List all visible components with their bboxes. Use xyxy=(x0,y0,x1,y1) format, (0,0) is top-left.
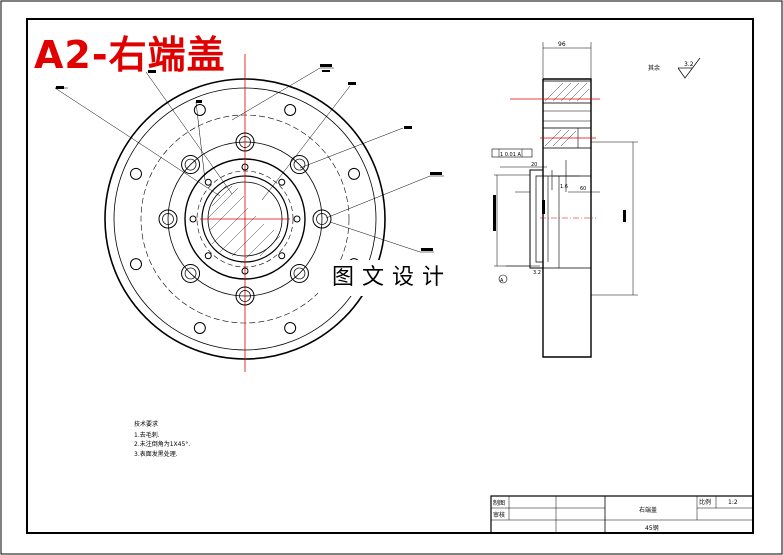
surface-note-text: 其余 xyxy=(648,64,660,72)
dim-d2: 1.6 xyxy=(560,184,568,190)
watermark-text: 图文设计 xyxy=(318,260,466,296)
counterbore-hole xyxy=(289,263,309,283)
counterbore-hole xyxy=(235,132,255,152)
section-dimensions xyxy=(494,42,638,296)
title-block-material: 45钢 xyxy=(645,524,659,532)
inner-frame xyxy=(26,18,754,534)
section-hatching xyxy=(544,82,590,147)
counterbore-hole-inner xyxy=(293,267,306,280)
counterbore-hole-inner xyxy=(184,158,197,171)
height-dim-label xyxy=(623,210,626,222)
small-dim-label xyxy=(542,200,545,214)
tech-req-item: 1.去毛刺. xyxy=(134,431,160,439)
small-hole xyxy=(204,178,212,186)
feature-control-frame: 1 0.01 A xyxy=(491,148,533,158)
dim-d1: 20 xyxy=(531,162,537,168)
small-hole xyxy=(241,163,249,171)
dim-d3: 60 xyxy=(580,186,586,192)
outer-hole xyxy=(193,103,206,116)
counterbore-hole xyxy=(181,155,201,175)
front-leaders xyxy=(54,67,444,253)
outer-hole xyxy=(129,167,142,180)
dim-d4: 3.2 xyxy=(533,270,541,276)
section-view xyxy=(529,78,592,358)
outer-hole xyxy=(284,103,297,116)
datum-label: A xyxy=(500,278,504,284)
bolt-holes xyxy=(129,103,361,335)
surface-note-value: 3.2 xyxy=(684,61,694,68)
counterbore-hole-inner xyxy=(293,158,306,171)
outer-hole xyxy=(129,258,142,271)
counterbore-hole xyxy=(158,209,178,229)
title-block-drawn: 制图 xyxy=(493,499,505,507)
title-block-part-name: 右端盖 xyxy=(639,506,657,514)
counterbore-hole xyxy=(181,263,201,283)
small-hole xyxy=(278,178,286,186)
small-hole xyxy=(241,267,249,275)
small-hole xyxy=(204,252,212,260)
outer-hole xyxy=(348,167,361,180)
technical-requirements: 技术要求 1.去毛刺. 2.未注倒角为1X45°. 3.表面发黑处理. xyxy=(134,420,190,458)
front-leader-labels xyxy=(56,64,442,251)
outer-hole xyxy=(284,322,297,335)
small-hole xyxy=(189,215,197,223)
counterbore-hole-inner xyxy=(184,267,197,280)
small-hole xyxy=(278,252,286,260)
title-block-scale-label: 比例 xyxy=(699,498,711,506)
roughness-symbol-icon xyxy=(677,57,701,79)
counterbore-hole-inner xyxy=(239,136,251,148)
counterbore-hole xyxy=(235,286,255,306)
title-block-scale: 1:2 xyxy=(728,499,738,506)
counterbore-hole-inner xyxy=(316,213,328,225)
datum-symbol xyxy=(498,274,508,284)
counterbore-hole xyxy=(312,209,332,229)
title-block-checked: 审核 xyxy=(493,511,505,519)
tech-req-heading: 技术要求 xyxy=(134,420,158,428)
title-block xyxy=(490,495,754,534)
tech-req-item: 2.未注倒角为1X45°. xyxy=(134,440,190,448)
datum-frame-text: 1 0.01 A xyxy=(500,152,521,158)
drawing-title: A2-右端盖 xyxy=(34,33,226,77)
counterbore-hole-inner xyxy=(239,290,251,302)
outer-hole xyxy=(193,322,206,335)
dim-top-width: 96 xyxy=(558,41,566,48)
tech-req-item: 3.表面发黑处理. xyxy=(134,450,178,458)
vertical-dim-label xyxy=(493,195,496,231)
counterbore-hole-inner xyxy=(162,213,174,225)
small-hole xyxy=(293,215,301,223)
